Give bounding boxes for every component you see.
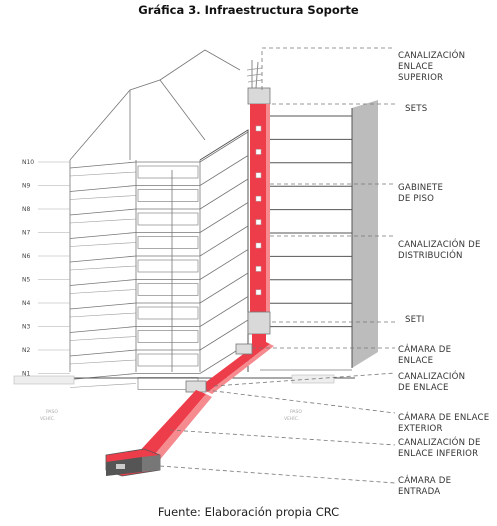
- floor-cabinet-icon: [255, 289, 262, 296]
- floor-cabinet-icon: [255, 266, 262, 272]
- label-canalizacion-de-enlace: CANALIZACIÓN DE ENLACE: [398, 370, 468, 393]
- floor-cabinet-icon: [255, 149, 262, 155]
- floor-cabinet-icon: [255, 125, 262, 132]
- figure-source: Fuente: Elaboración propia CRC: [157, 505, 340, 519]
- seti-box: [247, 311, 271, 335]
- leader-lines: [159, 47, 396, 484]
- floor-cabinet-icon: [255, 242, 262, 249]
- floor-label: N8: [22, 206, 30, 213]
- label-sets: SETS: [405, 104, 427, 114]
- antenna-icon: [246, 60, 263, 89]
- label-camara-de-enlace: CÁMARA DE ENLACE: [398, 343, 454, 366]
- floor-label: N9: [22, 183, 30, 190]
- wall-shadow: [352, 100, 378, 368]
- link-conduit: [105, 340, 274, 477]
- floor-label: N2: [22, 347, 30, 354]
- label-camara-de-entrada: CÁMARA DE ENTRADA: [398, 474, 454, 497]
- building-left-block: [69, 49, 241, 390]
- side-face-lines: [199, 131, 249, 374]
- label-gabinete-de-piso: GABINETE DE PISO: [398, 183, 446, 204]
- label-canalizacion-distribucion: CANALIZACIÓN DE DISTRIBUCIÓN: [398, 238, 484, 261]
- label-canalizacion-enlace-superior: CANALIZACIÓN ENLACE SUPERIOR: [398, 49, 468, 83]
- left-wing-slabs: [69, 161, 200, 390]
- riser-shaft: [250, 104, 270, 312]
- floor-label: N5: [22, 277, 30, 284]
- building-main-block: [14, 100, 378, 379]
- riser-conduit: [246, 60, 271, 350]
- label-camara-enlace-exterior: CÁMARA DE ENLACE EXTERIOR: [398, 411, 492, 434]
- ground-tag-left: [13, 375, 75, 385]
- label-canalizacion-enlace-inferior: CANALIZACIÓN DE ENLACE INFERIOR: [398, 436, 484, 459]
- floor-cabinet-icon: [255, 172, 262, 179]
- sets-box: [247, 87, 271, 105]
- link-chamber: [235, 343, 253, 355]
- floor-label: N6: [22, 253, 30, 260]
- label-seti: SETI: [405, 315, 424, 325]
- floor-label: N1: [22, 371, 30, 378]
- main-facade-slabs: [270, 115, 352, 328]
- floor-label: N10: [22, 159, 34, 166]
- svg-text:PASO: PASO: [290, 409, 302, 415]
- svg-text:PASO: PASO: [46, 409, 58, 415]
- floor-cabinet-icon: [255, 219, 262, 225]
- svg-text:VEHÍC.: VEHÍC.: [284, 415, 299, 422]
- svg-text:VEHÍC.: VEHÍC.: [40, 415, 55, 422]
- floor-label: N7: [22, 230, 30, 237]
- figure-title: Gráfica 3. Infraestructura Soporte: [138, 3, 359, 17]
- floor-cabinet-icon: [255, 195, 262, 202]
- floor-label: N4: [22, 300, 30, 307]
- floor-label: N3: [22, 324, 30, 331]
